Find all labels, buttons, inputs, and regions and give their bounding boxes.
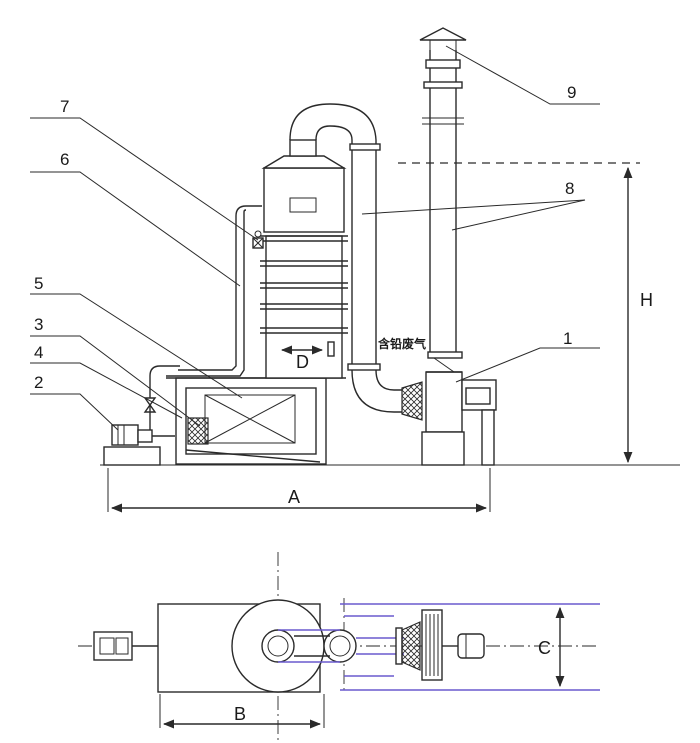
chimney <box>419 27 467 352</box>
dimension-labels: A B C D H <box>234 290 653 724</box>
callout-8: 8 <box>565 179 574 198</box>
callout-9: 9 <box>567 83 576 102</box>
lead-exhaust-annotation: 含铅废气 <box>378 336 426 351</box>
callout-5: 5 <box>34 274 43 293</box>
scrubber-tower <box>260 139 348 379</box>
dim-b-label: B <box>234 704 246 724</box>
dim-a-label: A <box>288 487 300 507</box>
callout-4: 4 <box>34 343 43 362</box>
dim-h-label: H <box>640 290 653 310</box>
plan-fan <box>421 609 485 681</box>
dim-c-label: C <box>538 638 551 658</box>
callout-6: 6 <box>60 150 69 169</box>
exhaust-fan <box>421 351 497 466</box>
dim-d-label: D <box>296 352 309 372</box>
tower-valve <box>252 230 264 249</box>
callout-7: 7 <box>60 97 69 116</box>
callout-labels: 1 2 3 4 5 6 7 8 9 <box>34 83 576 392</box>
callout-3: 3 <box>34 315 43 334</box>
inlet-mesh <box>401 381 423 421</box>
plan-view <box>78 552 600 740</box>
plan-duct <box>356 621 421 671</box>
elevation-view <box>30 27 680 513</box>
spray-pipe <box>178 205 262 371</box>
callout-2: 2 <box>34 373 43 392</box>
callout-1: 1 <box>563 329 572 348</box>
down-duct <box>347 150 402 413</box>
pump-valve <box>143 365 180 430</box>
demister-pad <box>187 417 209 445</box>
leader-lines <box>30 45 600 431</box>
circulation-pump <box>103 424 175 466</box>
gooseneck-duct <box>289 103 381 151</box>
plan-tower <box>231 599 357 693</box>
